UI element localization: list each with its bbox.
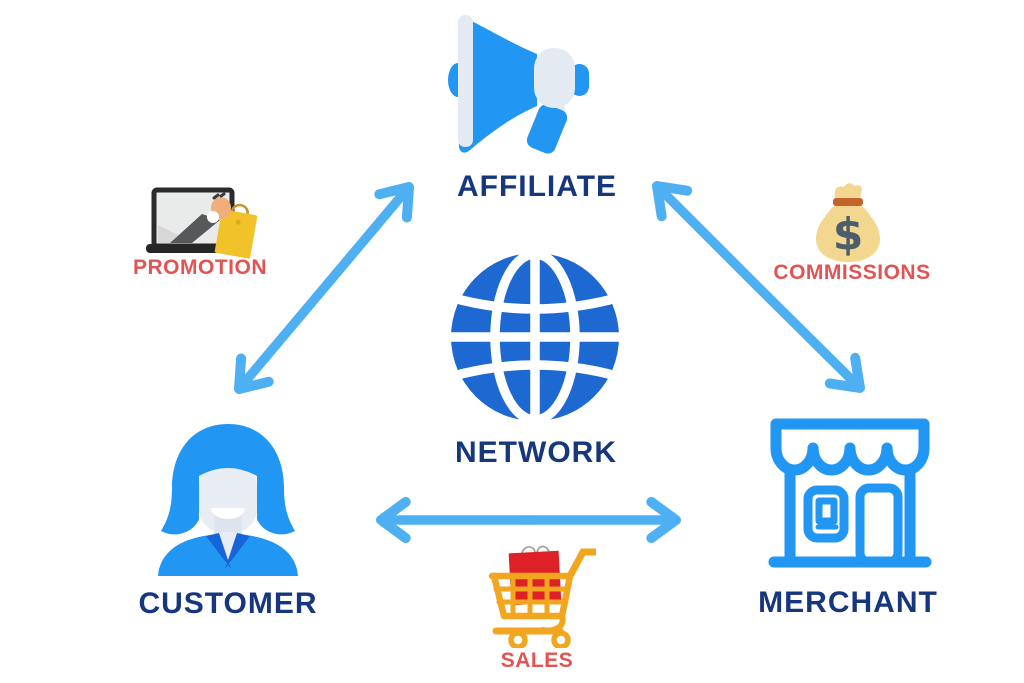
node-label-network: NETWORK <box>455 436 617 469</box>
globe-icon <box>447 249 623 425</box>
node-label-merchant: MERCHANT <box>758 586 938 619</box>
arrow-customer-affiliate <box>234 182 414 394</box>
svg-text:$: $ <box>833 209 864 260</box>
flow-label-promotion: PROMOTION <box>133 256 267 279</box>
flow-label-sales: SALES <box>500 649 574 672</box>
node-label-customer: CUSTOMER <box>138 587 318 620</box>
flow-label-commissions: COMMISSIONS <box>773 261 931 284</box>
shopping-cart-icon <box>488 545 596 648</box>
arrow-affiliate-merchant <box>652 181 865 393</box>
money-bag-icon: $ <box>816 183 880 262</box>
woman-customer-icon <box>158 424 298 576</box>
megaphone-icon <box>448 15 589 154</box>
storefront-icon <box>768 418 932 568</box>
laptop-shopping-bag-icon <box>146 187 258 259</box>
node-label-affiliate: AFFILIATE <box>456 170 618 203</box>
